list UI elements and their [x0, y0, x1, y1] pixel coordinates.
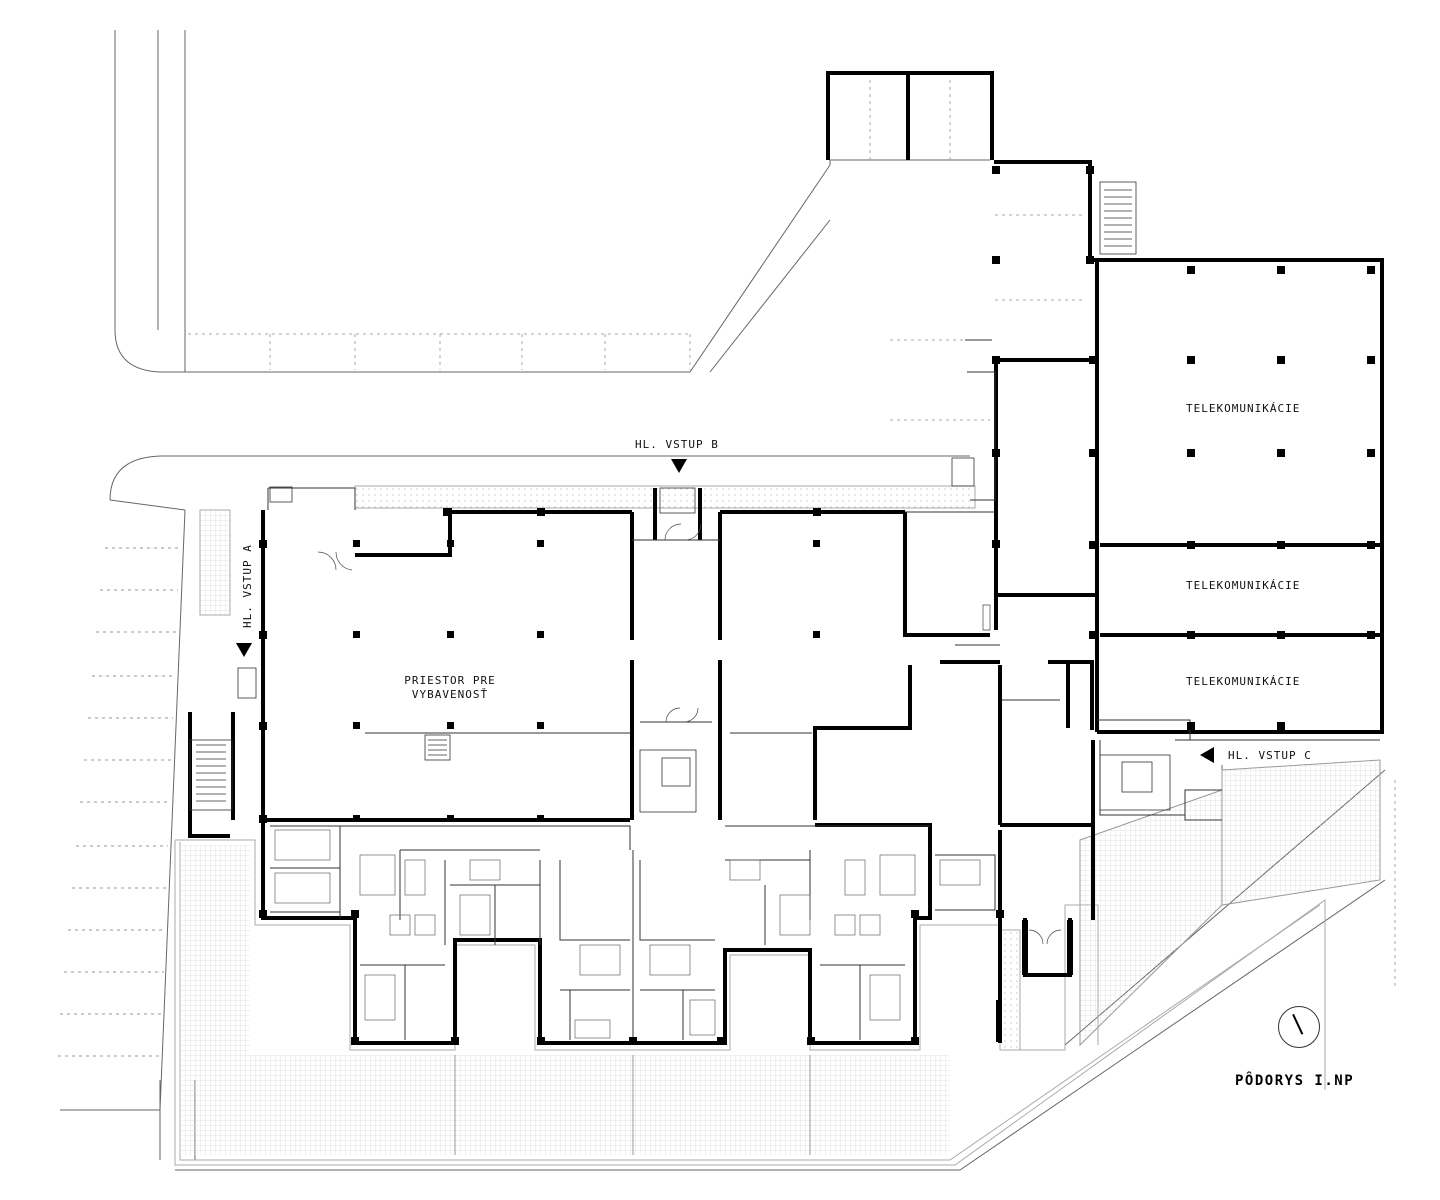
entrance-a-label: HL. VSTUP A — [241, 544, 254, 628]
drawing-title: PÔDORYS I.NP — [1235, 1073, 1355, 1089]
north-arrow-icon — [1278, 1006, 1320, 1048]
parking-stalls — [58, 547, 180, 1057]
entrance-c-label: HL. VSTUP C — [1228, 749, 1312, 762]
telecom-room-3-label: TELEKOMUNIKÁCIE — [1186, 675, 1301, 688]
telecom-room-1-label: TELEKOMUNIKÁCIE — [1186, 402, 1301, 415]
entrance-a-arrow-icon — [236, 643, 252, 657]
interior-lines — [267, 339, 1380, 1043]
entrance-b-arrow-icon — [671, 459, 687, 473]
entrance-c-arrow-icon — [1200, 747, 1214, 763]
staircases — [189, 181, 1171, 813]
doors — [317, 523, 1062, 945]
telecom-room-2-label: TELEKOMUNIKÁCIE — [1186, 579, 1301, 592]
columns — [259, 166, 1375, 1045]
furniture — [274, 829, 981, 1039]
retail-space-label-line2: VYBAVENOSŤ — [411, 688, 489, 701]
retail-space-label-line1: PRIESTOR PRE — [404, 674, 496, 687]
entrance-b-label: HL. VSTUP B — [635, 438, 719, 451]
north-needle — [1292, 1013, 1304, 1035]
terrace-hatch — [174, 485, 1381, 1166]
